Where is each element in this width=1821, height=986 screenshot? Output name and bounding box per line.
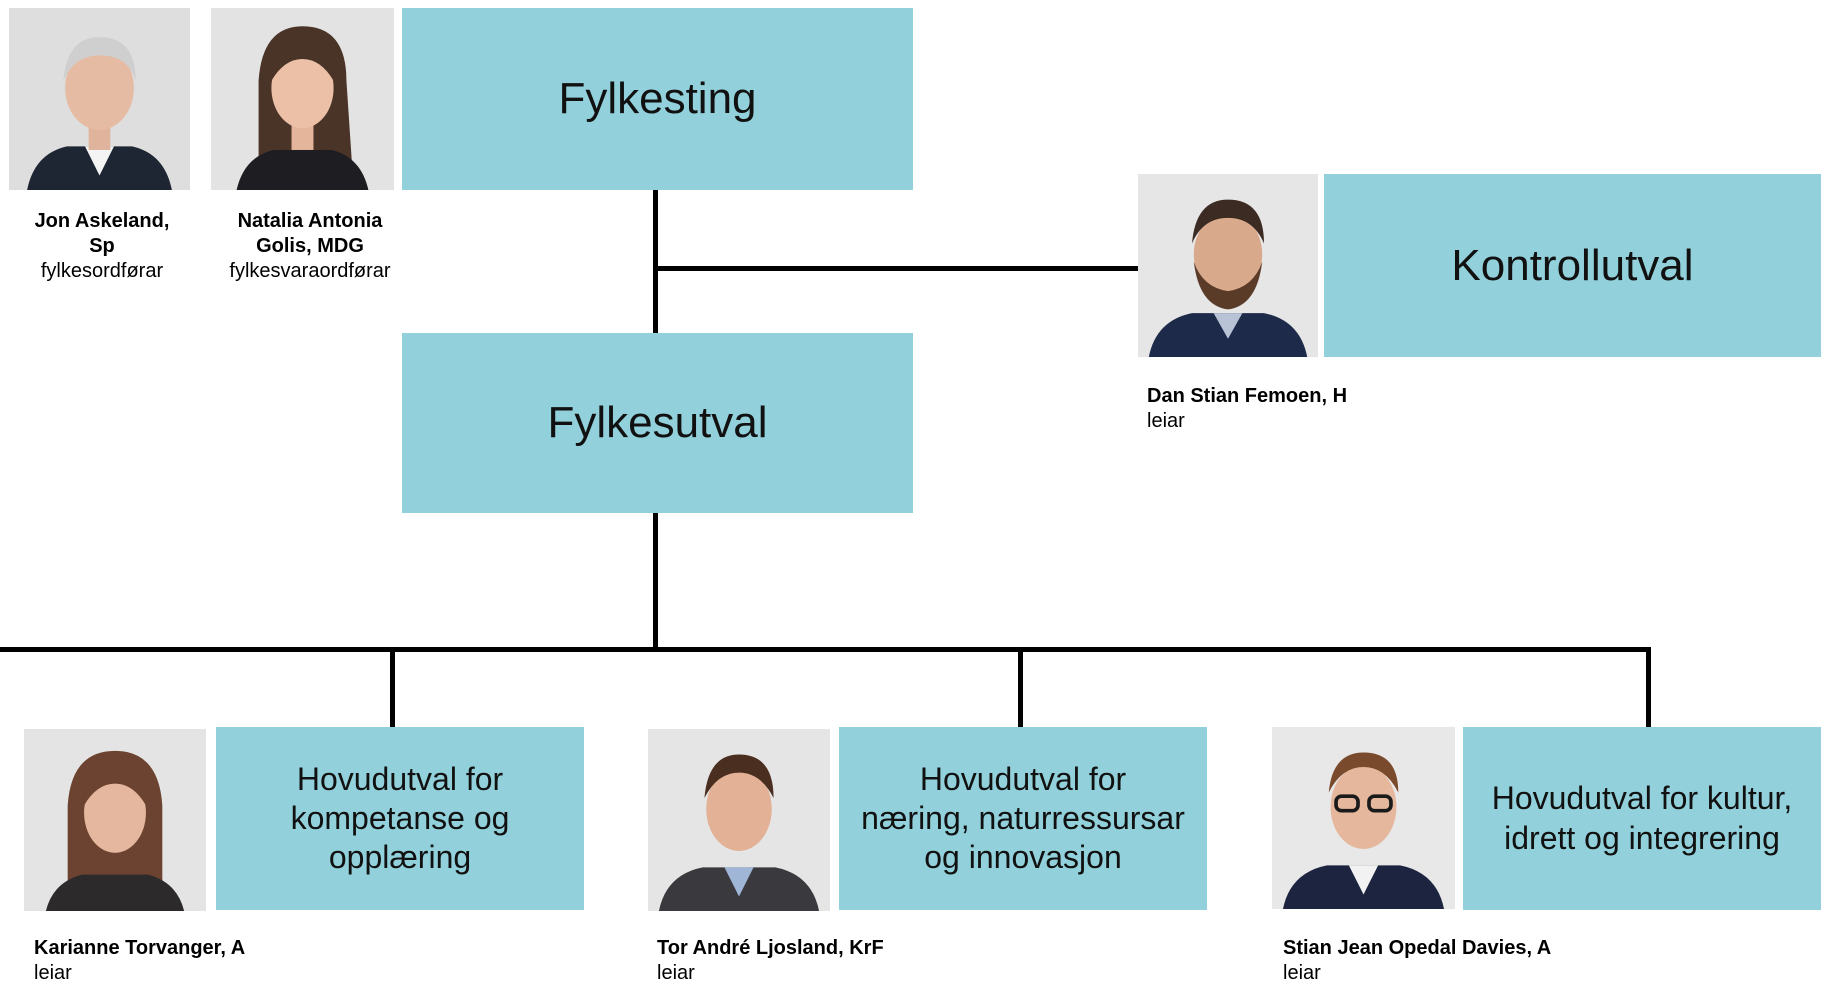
name-ljosland: Tor André Ljosland, KrF	[657, 937, 884, 959]
connector-drop-kompetanse	[390, 647, 395, 727]
portrait-photo-femoen	[1138, 174, 1318, 357]
name-femoen: Dan Stian Femoen, H	[1147, 385, 1348, 407]
portrait-photo-davies	[1272, 727, 1455, 909]
caption-askeland: Jon Askeland, Sp fylkesordførar	[14, 209, 190, 284]
name-askeland-line-2: Sp	[89, 235, 115, 257]
box-kontrollutval: Kontrollutval	[1324, 174, 1821, 357]
box-kompetanse-line-1: Hovudutval for	[296, 760, 504, 797]
connector-horizontal-bus	[0, 647, 1651, 652]
caption-femoen: Dan Stian Femoen, H leiar	[1147, 384, 1467, 434]
caption-torvanger: Karianne Torvanger, A leiar	[34, 936, 354, 986]
box-fylkesting: Fylkesting	[402, 8, 913, 190]
portrait-photo-askeland	[9, 8, 190, 190]
connector-fylkesting-to-fylkesutval	[653, 190, 658, 333]
box-kompetanse-line-3: opplæring	[328, 839, 472, 876]
name-torvanger: Karianne Torvanger, A	[34, 937, 246, 959]
name-davies: Stian Jean Opedal Davies, A	[1283, 937, 1552, 959]
connector-to-kontrollutval	[653, 266, 1138, 271]
name-golis-line-2: Golis, MDG	[256, 235, 364, 257]
box-kultur-line-2: idrett og integrering	[1504, 819, 1780, 856]
box-fylkesting-label: Fylkesting	[558, 74, 757, 123]
role-ljosland: leiar	[657, 962, 695, 984]
role-femoen: leiar	[1147, 410, 1185, 432]
portrait-photo-golis	[211, 8, 394, 190]
portrait-photo-ljosland	[648, 729, 830, 911]
role-torvanger: leiar	[34, 962, 72, 984]
box-kompetanse-line-2: kompetanse og	[290, 799, 510, 836]
box-kontrollutval-label: Kontrollutval	[1451, 240, 1694, 290]
box-naering-line-1: Hovudutval for	[919, 760, 1127, 797]
role-davies: leiar	[1283, 962, 1321, 984]
box-naering-line-2: næring, naturressursar	[861, 799, 1185, 836]
name-askeland-line-1: Jon Askeland,	[34, 210, 170, 232]
box-naering-line-3: og innovasjon	[924, 839, 1122, 876]
connector-drop-kultur	[1646, 647, 1651, 727]
box-hovudutval-kultur: Hovudutval for kultur, idrett og integre…	[1463, 727, 1821, 910]
portrait-photo-torvanger	[24, 729, 206, 911]
caption-ljosland: Tor André Ljosland, KrF leiar	[657, 936, 977, 986]
name-golis-line-1: Natalia Antonia	[237, 210, 383, 232]
caption-davies: Stian Jean Opedal Davies, A leiar	[1283, 936, 1643, 986]
box-hovudutval-kompetanse: Hovudutval for kompetanse og opplæring	[216, 727, 584, 910]
box-fylkesutval-label: Fylkesutval	[547, 398, 768, 447]
connector-drop-naering	[1018, 647, 1023, 727]
box-hovudutval-naering: Hovudutval for næring, naturressursar og…	[839, 727, 1207, 910]
role-golis: fylkesvaraordførar	[229, 260, 391, 282]
caption-golis: Natalia Antonia Golis, MDG fylkesvaraord…	[210, 209, 410, 284]
box-kultur-line-1: Hovudutval for kultur,	[1491, 780, 1793, 817]
connector-fylkesutval-down	[653, 513, 658, 651]
role-askeland: fylkesordførar	[40, 260, 164, 282]
box-fylkesutval: Fylkesutval	[402, 333, 913, 513]
